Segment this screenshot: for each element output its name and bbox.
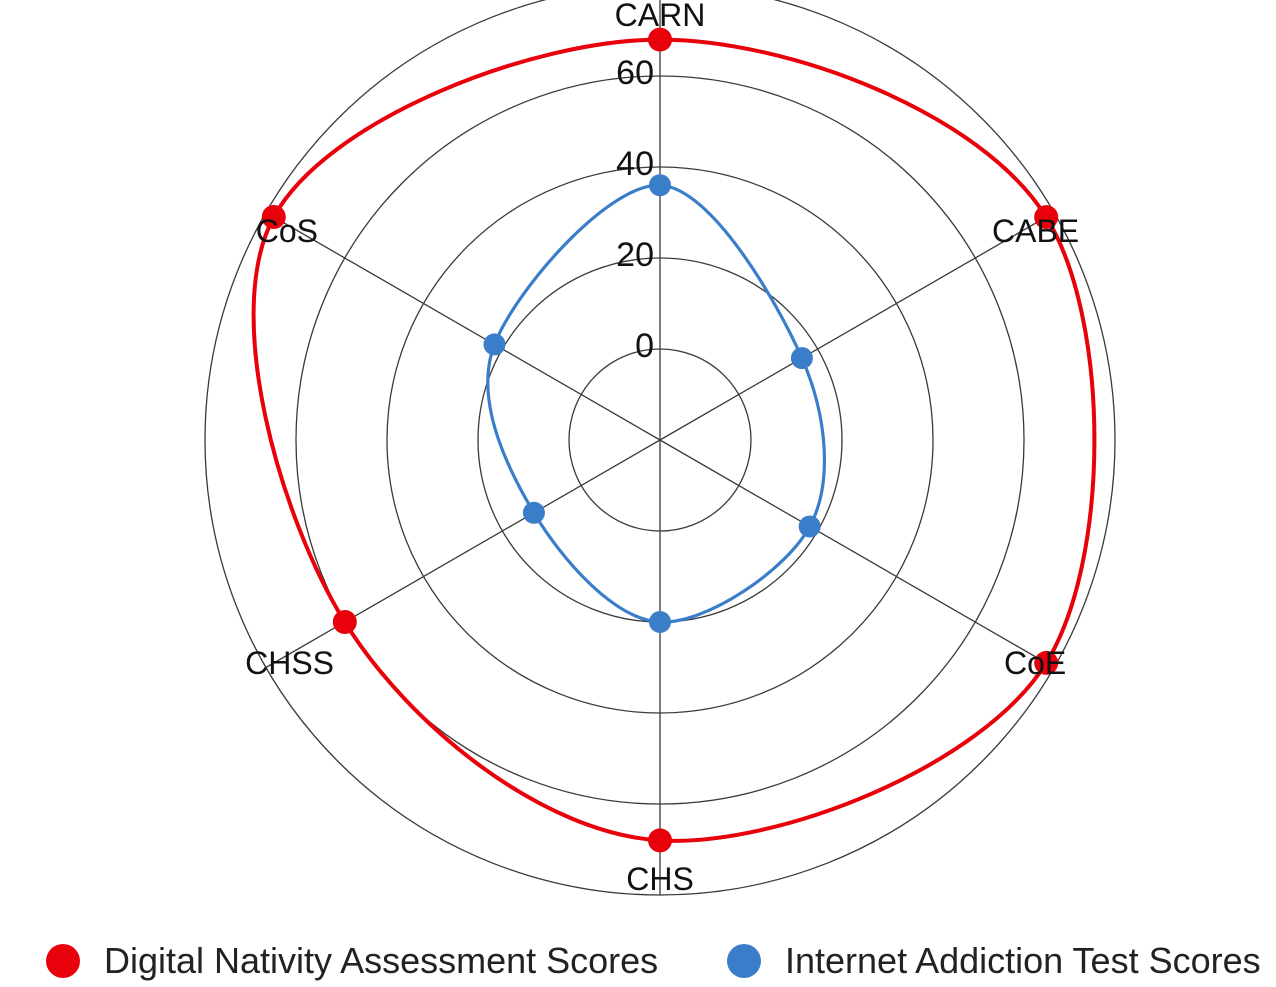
category-label-cabe: CABE bbox=[992, 213, 1079, 249]
point-digital-nativity-chs[interactable] bbox=[648, 828, 672, 853]
point-internet-addiction-coe[interactable] bbox=[798, 515, 821, 538]
point-digital-nativity-carn[interactable] bbox=[648, 27, 672, 52]
series-line-internet-addiction bbox=[486, 183, 827, 624]
category-label-carn: CARN bbox=[615, 0, 706, 33]
point-internet-addiction-cabe[interactable] bbox=[790, 347, 813, 370]
tick-label-80: 80 bbox=[616, 0, 654, 1]
point-digital-nativity-chss[interactable] bbox=[332, 610, 357, 634]
legend-item-digital-nativity[interactable]: Digital Nativity Assessment Scores bbox=[46, 936, 658, 986]
category-label-chss: CHSS bbox=[245, 645, 334, 681]
category-label-cos: CoS bbox=[256, 213, 318, 249]
grid bbox=[204, 0, 1116, 896]
legend-marker-internet-addiction bbox=[727, 944, 761, 978]
legend-marker-digital-nativity bbox=[46, 944, 80, 978]
series-line-digital-nativity bbox=[251, 37, 1097, 843]
spoke-cos bbox=[265, 211, 661, 441]
series-layer bbox=[251, 27, 1097, 853]
tick-label-40: 40 bbox=[616, 145, 654, 183]
spoke-chss bbox=[265, 439, 661, 669]
tick-label-20: 20 bbox=[616, 236, 654, 274]
point-internet-addiction-cos[interactable] bbox=[483, 333, 506, 356]
point-digital-nativity-cabe[interactable] bbox=[1034, 205, 1059, 230]
legend-label-internet-addiction: Internet Addiction Test Scores bbox=[785, 940, 1261, 981]
spoke-cabe bbox=[659, 211, 1055, 441]
tick-label-60: 60 bbox=[616, 54, 654, 92]
spoke-coe bbox=[659, 439, 1055, 669]
legend-label-digital-nativity: Digital Nativity Assessment Scores bbox=[104, 940, 659, 981]
point-internet-addiction-chs[interactable] bbox=[649, 611, 671, 633]
label-layer: 0 20 40 60 80CARN CABE CoE CHS CHSS CoS bbox=[245, 0, 1079, 897]
category-label-chs: CHS bbox=[626, 861, 694, 897]
point-digital-nativity-cos[interactable] bbox=[261, 205, 286, 229]
tick-label-0: 0 bbox=[635, 327, 654, 365]
legend-item-internet-addiction[interactable]: Internet Addiction Test Scores bbox=[727, 936, 1261, 986]
category-label-coe: CoE bbox=[1004, 645, 1066, 681]
point-internet-addiction-carn[interactable] bbox=[649, 174, 671, 197]
point-internet-addiction-chss[interactable] bbox=[522, 501, 545, 524]
legend: Digital Nativity Assessment Scores Inter… bbox=[0, 936, 1276, 986]
point-digital-nativity-coe[interactable] bbox=[1034, 650, 1059, 675]
